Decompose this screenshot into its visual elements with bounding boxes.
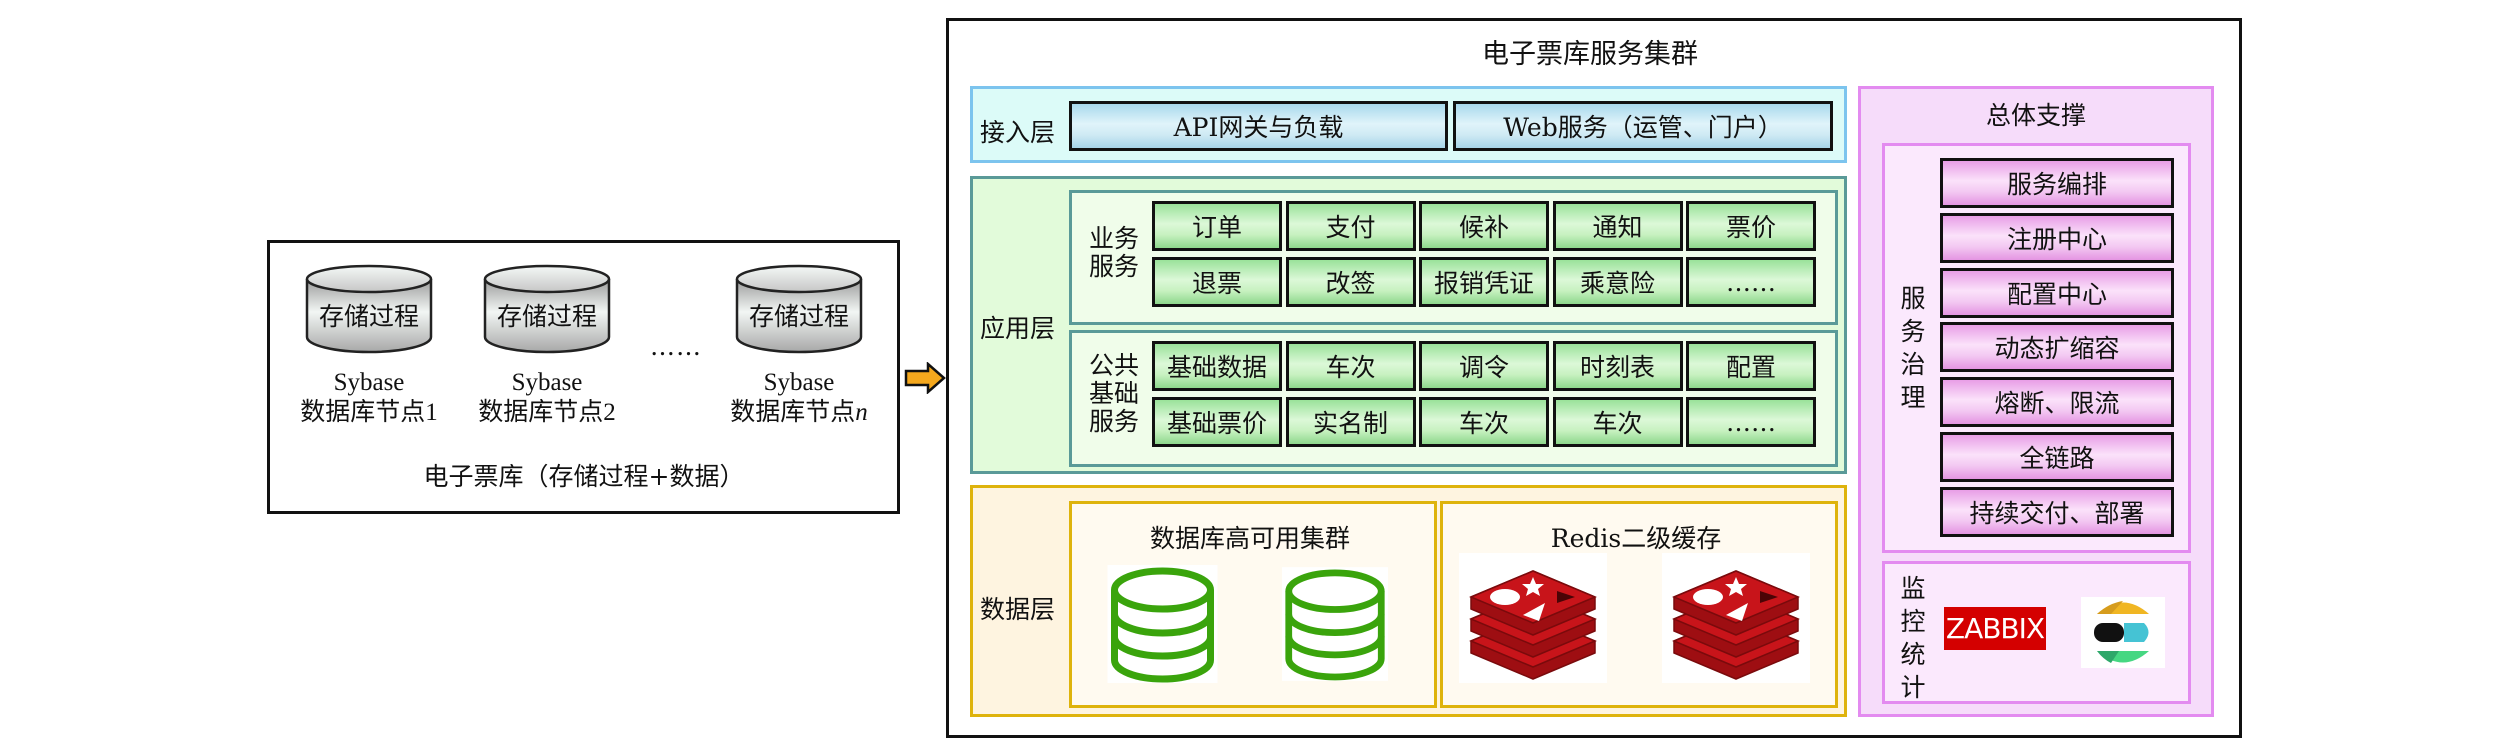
electronic-ticket-db-box	[267, 240, 900, 514]
public-service-cell: 车次	[1419, 397, 1549, 447]
cylinder-label: 存储过程	[496, 302, 597, 331]
public-service-cell: 车次	[1285, 341, 1416, 391]
cluster-title: 电子票库服务集群	[1482, 39, 1698, 70]
governance-item: 动态扩缩容	[1940, 322, 2174, 373]
public-service-cell: 基础票价	[1152, 397, 1282, 447]
governance-item: 持续交付、部署	[1940, 486, 2174, 537]
monitoring-label: 监控统计	[1900, 574, 1926, 702]
ticket-service-cluster-box	[946, 18, 2242, 738]
business-service-cell: 报销凭证	[1419, 257, 1549, 307]
database-icon	[1282, 567, 1388, 681]
business-service-cell: 改签	[1285, 257, 1416, 307]
right-arrow-icon	[904, 362, 946, 394]
api-gateway-box: API网关与负载	[1069, 101, 1448, 151]
db-node-type: Sybase	[333, 369, 405, 396]
public-service-cell: 配置	[1686, 341, 1816, 391]
business-service-cell: 候补	[1419, 201, 1549, 251]
overall-support-title: 总体支撑	[1985, 101, 2086, 130]
public-service-cell: ……	[1686, 397, 1816, 447]
governance-item: 注册中心	[1940, 212, 2174, 263]
db-node-name: 数据库节点2	[478, 397, 616, 426]
redis-logo-icon	[1459, 553, 1607, 683]
db-node-name: 数据库节点1	[300, 397, 438, 426]
cylinder-label: 存储过程	[748, 302, 849, 331]
access-layer-label: 接入层	[980, 118, 1056, 147]
database-icon	[1107, 565, 1218, 683]
governance-item: 服务编排	[1940, 158, 2174, 208]
business-service-cell: 通知	[1552, 201, 1683, 251]
governance-item: 全链路	[1940, 432, 2174, 482]
db-node-type: Sybase	[763, 369, 835, 396]
public-service-cell: 车次	[1552, 397, 1683, 447]
business-service-cell: 票价	[1686, 201, 1816, 251]
storage-cylinder-icon	[735, 264, 863, 354]
public-services-label: 公共基础服务	[1088, 351, 1139, 436]
zabbix-logo: ZABBIX	[1944, 607, 2046, 650]
business-service-cell: 乘意险	[1552, 257, 1683, 307]
application-layer-label: 应用层	[980, 314, 1056, 343]
storage-cylinder-icon	[483, 264, 611, 354]
governance-item: 熔断、限流	[1940, 377, 2174, 428]
public-service-cell: 基础数据	[1152, 341, 1282, 391]
db-cluster-title: 数据库高可用集群	[1149, 524, 1350, 553]
governance-item: 配置中心	[1940, 267, 2174, 318]
business-service-cell: 订单	[1152, 201, 1282, 251]
public-service-cell: 时刻表	[1552, 341, 1683, 391]
cylinder-label: 存储过程	[318, 302, 419, 331]
service-governance-label: 服务治理	[1900, 284, 1926, 412]
business-service-cell: 支付	[1285, 201, 1416, 251]
business-service-cell: 退票	[1152, 257, 1282, 307]
left-box-caption: 电子票库（存储过程+数据）	[423, 462, 745, 491]
business-service-cell: ……	[1686, 257, 1816, 307]
elastic-logo-icon	[2081, 597, 2165, 668]
redis-cache-title: Redis二级缓存	[1550, 524, 1722, 553]
business-services-label: 业务服务	[1088, 224, 1139, 281]
public-service-cell: 调令	[1419, 341, 1549, 391]
db-node-type: Sybase	[511, 369, 583, 396]
storage-cylinder-icon	[305, 264, 433, 354]
data-layer-label: 数据层	[980, 595, 1056, 624]
web-service-box: Web服务（运管、门户）	[1453, 101, 1833, 151]
redis-logo-icon	[1662, 553, 1810, 683]
public-service-cell: 实名制	[1285, 397, 1416, 447]
db-node-name: 数据库节点n	[730, 397, 868, 426]
nodes-ellipsis: ……	[650, 332, 702, 361]
